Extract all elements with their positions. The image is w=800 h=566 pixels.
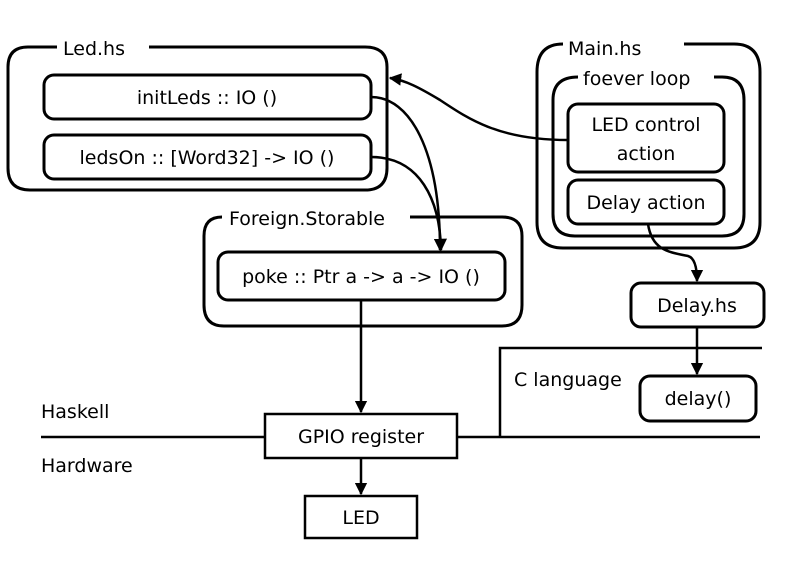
delay-action-label: Delay action	[586, 192, 705, 214]
leds-on-label: ledsOn :: [Word32] -> IO ()	[80, 147, 335, 169]
main-hs-title: Main.hs	[568, 38, 641, 60]
gpio-register-label: GPIO register	[298, 426, 424, 448]
led-control-line2: action	[617, 143, 675, 165]
delay-hs-label: Delay.hs	[657, 295, 737, 317]
arrow-led-control-to-led-hs	[388, 73, 569, 142]
c-language-label: C language	[514, 369, 622, 391]
init-leds-label: initLeds :: IO ()	[137, 87, 277, 109]
arrow-leds-on-to-poke	[370, 155, 448, 252]
forever-loop-frame	[551, 75, 746, 238]
led-hs-module: Led.hs initLeds :: IO () ledsOn :: [Word…	[6, 38, 389, 192]
foreign-storable-frame	[202, 215, 524, 328]
hardware-layer-label: Hardware	[41, 455, 133, 477]
c-language-border	[498, 346, 762, 437]
foreign-storable-title: Foreign.Storable	[229, 208, 385, 230]
arrow-init-leds-to-poke	[370, 95, 447, 252]
init-leds-box[interactable]: initLeds :: IO ()	[42, 73, 373, 121]
arrow-delay-action-to-delay-hs	[646, 223, 704, 283]
led-hardware-box[interactable]: LED	[303, 494, 419, 540]
poke-box[interactable]: poke :: Ptr a -> a -> IO ()	[216, 250, 507, 302]
led-hs-frame	[6, 45, 389, 192]
leds-on-box[interactable]: ledsOn :: [Word32] -> IO ()	[42, 133, 373, 181]
poke-label: poke :: Ptr a -> a -> IO ()	[242, 266, 480, 288]
led-control-line1: LED control	[591, 114, 700, 136]
haskell-layer-label: Haskell	[41, 401, 109, 423]
c-language-region: C language delay()	[498, 346, 762, 437]
forever-loop-title: foever loop	[583, 68, 690, 90]
main-hs-frame	[535, 42, 762, 250]
led-hardware-label: LED	[342, 507, 379, 529]
layer-boundary: Haskell Hardware	[41, 401, 760, 477]
gpio-register-box[interactable]: GPIO register	[263, 412, 459, 460]
led-hs-title: Led.hs	[63, 38, 125, 60]
delay-action-box[interactable]: Delay action	[566, 178, 726, 226]
led-control-action-box[interactable]: LED control action	[566, 102, 726, 174]
main-hs-module: Main.hs foever loop LED control action D…	[535, 38, 762, 250]
delay-hs-box[interactable]: Delay.hs	[629, 281, 766, 329]
delay-fn-box[interactable]: delay()	[638, 374, 758, 423]
connectors	[354, 73, 704, 496]
foreign-storable-module: Foreign.Storable poke :: Ptr a -> a -> I…	[202, 208, 524, 328]
delay-fn-label: delay()	[665, 388, 732, 410]
